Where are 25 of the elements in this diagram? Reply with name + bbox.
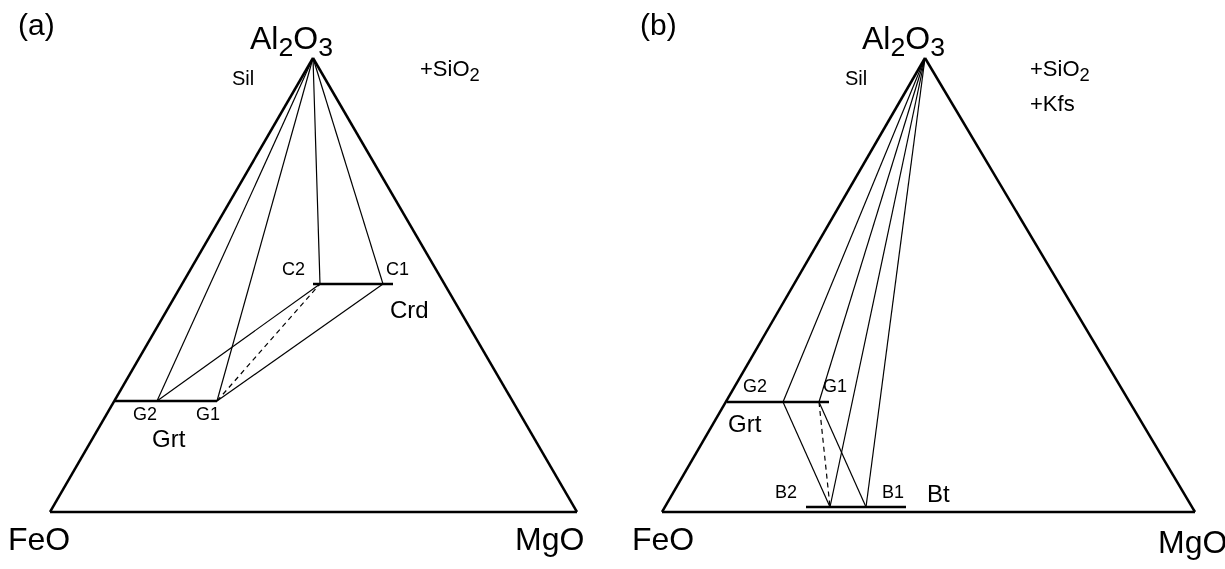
point-label: C1 (386, 260, 409, 278)
component-note: +Kfs (1030, 93, 1075, 115)
point-label: G2 (743, 377, 767, 395)
panel-label: (a) (18, 10, 55, 40)
mineral-label: Bt (927, 482, 950, 506)
panel-label: (b) (640, 10, 677, 40)
component-note: +SiO$_{2}$ (420, 58, 480, 85)
vertex-label: FeO (632, 523, 695, 555)
vertex-label: FeO (8, 523, 71, 555)
point-label: C2 (282, 260, 305, 278)
mineral-label: Sil (232, 68, 255, 88)
point-label: G1 (823, 377, 847, 395)
point-label: B1 (882, 483, 905, 501)
component-note: +SiO$_{2}$ (1030, 58, 1090, 85)
point-label: B2 (775, 483, 798, 501)
mineral-label: Grt (728, 412, 762, 436)
vertex-label: Al$_{2}$O$_{3}$ (250, 22, 333, 62)
mineral-label: Grt (152, 427, 186, 451)
point-label: G1 (196, 405, 220, 423)
vertex-label: MgO (1158, 526, 1225, 558)
vertex-label: MgO (515, 523, 585, 555)
point-label: G2 (133, 405, 157, 423)
mineral-label: Sil (845, 68, 868, 88)
mineral-label: Crd (390, 298, 429, 322)
vertex-label: Al$_{2}$O$_{3}$ (862, 22, 945, 62)
